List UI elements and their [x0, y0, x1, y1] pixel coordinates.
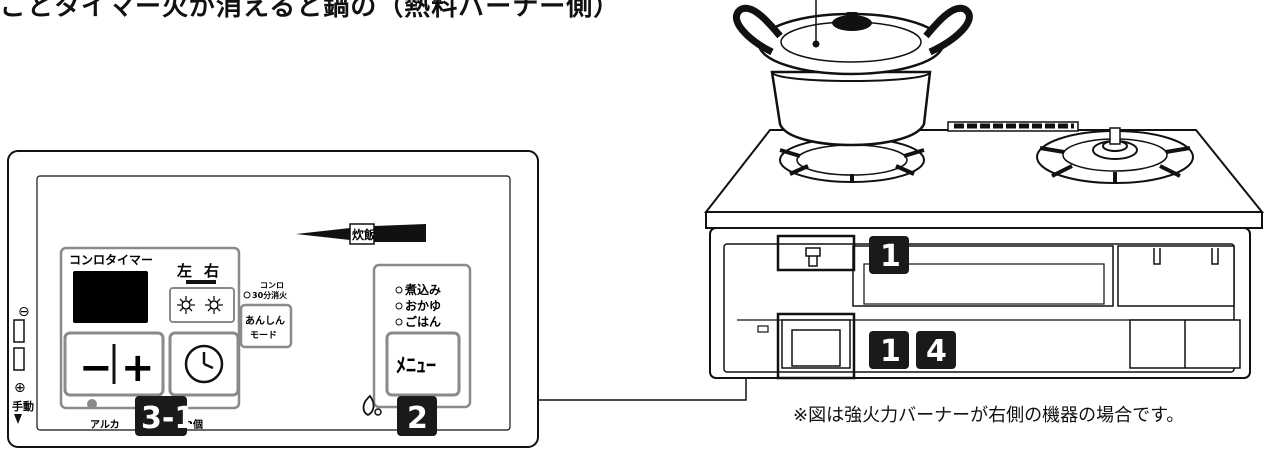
minus-plus-button[interactable]: − +	[63, 331, 165, 397]
right-burner-lamp-icon	[205, 296, 223, 314]
left-knob-icon	[781, 319, 851, 369]
clock-icon	[184, 344, 224, 384]
menu-button[interactable]: ﾒﾆｭｰ	[385, 331, 461, 397]
left-burner-lamp-icon	[177, 296, 195, 314]
menu-option-nikomi: 煮込み	[404, 282, 441, 297]
page-heading: ごとタイマー火が消えると鍋の（熱料バーナー側）	[0, 0, 621, 22]
suihan-label: 炊飯	[352, 227, 376, 242]
timer-display	[73, 271, 148, 323]
svg-text:2: 2	[407, 401, 428, 436]
konro-30-label: コンロ	[260, 281, 284, 290]
svg-text:1: 1	[880, 239, 901, 274]
wedge-right	[374, 224, 426, 242]
right-lever-icon	[1153, 248, 1219, 265]
svg-text:4: 4	[926, 334, 947, 369]
timer-title: コンロタイマー	[69, 253, 153, 267]
left-burner	[779, 137, 925, 183]
figure-note: ※図は強火力バーナーが右側の機器の場合です。	[793, 405, 1185, 426]
right-burner	[1036, 127, 1194, 184]
konro-30-sub-label: 30分消火	[252, 290, 288, 300]
badge-1-top: 1	[869, 236, 909, 274]
timer-clock-button[interactable]	[168, 331, 240, 397]
side-minus-icon: ⊖	[18, 304, 30, 320]
badge-2: 2	[397, 396, 437, 436]
badge-1-bottom: 1	[869, 331, 909, 369]
arrow-down-icon	[14, 414, 22, 424]
bottom-left-label: アルカ	[90, 419, 120, 431]
gas-stove	[703, 0, 1265, 380]
anshin-label-2: モード	[250, 330, 277, 341]
right-label: 右	[204, 262, 219, 280]
badge-4: 4	[916, 331, 956, 369]
side-plus-icon: ⊕	[14, 380, 26, 396]
anshin-mode-button[interactable]: あんしん モード	[239, 303, 293, 349]
battery-icon	[13, 347, 25, 371]
menu-option-okayu: おかゆ	[405, 299, 441, 313]
highlight-box-lever	[776, 234, 856, 272]
wedge-left	[296, 228, 350, 240]
lamp-indicator	[87, 399, 97, 409]
plus-label: +	[121, 345, 155, 391]
menu-option-gohan: ごはん	[405, 314, 441, 329]
control-panel: ⊖ ⊕ 手動 コンロタイマー − + 左 右	[7, 150, 539, 448]
badge-3-1: 3-1	[135, 396, 195, 436]
highlight-box-knob	[776, 312, 856, 380]
left-label: 左	[176, 262, 192, 280]
right-knob-icon	[1129, 319, 1241, 369]
svg-text:1: 1	[880, 334, 901, 369]
pot-icon	[732, 0, 973, 147]
svg-text:3-1: 3-1	[141, 401, 195, 436]
flame-icon	[362, 394, 375, 417]
minus-label: −	[79, 345, 113, 391]
menu-button-label: ﾒﾆｭｰ	[396, 353, 436, 377]
small-battery-icon	[757, 325, 769, 333]
left-lever-icon	[805, 247, 821, 267]
anshin-label-1: あんしん	[245, 314, 285, 327]
side-label: 手動	[12, 399, 34, 413]
battery-icon	[13, 319, 25, 343]
